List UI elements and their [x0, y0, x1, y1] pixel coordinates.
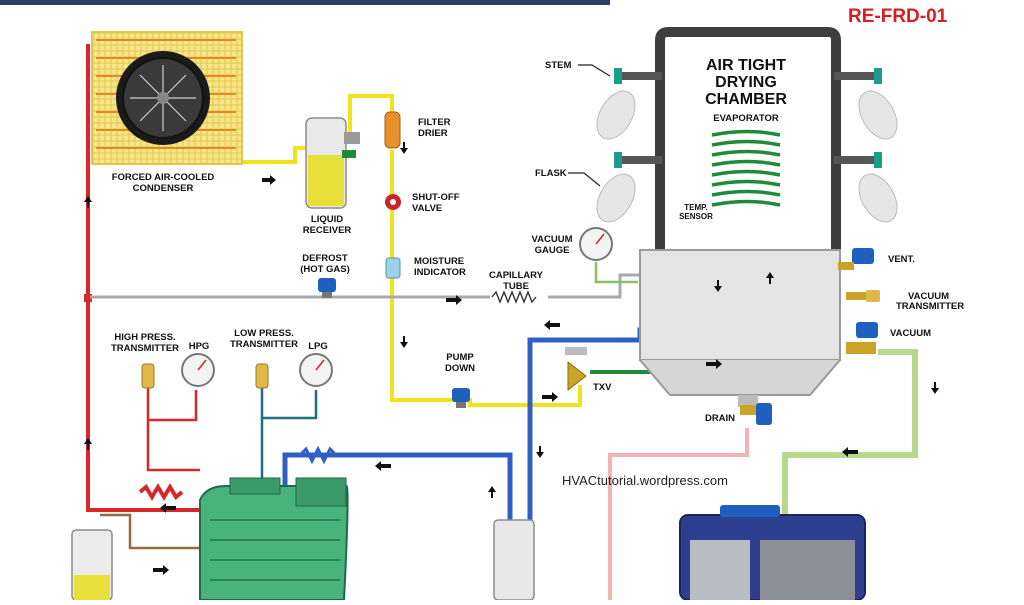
- oil-separator: [71, 529, 113, 601]
- flask-label: FLASK: [535, 168, 567, 179]
- pump-down-label-2: DOWN: [445, 363, 475, 374]
- moisture-indicator: [385, 257, 401, 279]
- drain-valve[interactable]: [740, 403, 772, 425]
- filter-label-1: FILTER: [418, 117, 451, 128]
- vacuum-gauge-label-1: VACUUM: [532, 234, 573, 245]
- moisture-label-1: MOISTURE: [414, 256, 464, 267]
- hpg-label: HPG: [189, 341, 210, 352]
- website-label: HVACtutorial.wordpress.com: [562, 473, 728, 488]
- hp-transmitter-label-2: TRANSMITTER: [111, 343, 179, 354]
- vacuum-transmitter: [846, 290, 880, 302]
- hp-transmitter: [141, 363, 155, 389]
- filter-drier: [384, 111, 401, 149]
- lp-gauge: [299, 353, 333, 387]
- shutoff-label-2: VALVE: [412, 203, 442, 214]
- flask-left-top: [596, 68, 662, 140]
- header-bar: [0, 0, 610, 5]
- evaporator-label: EVAPORATOR: [713, 113, 779, 124]
- drain-line: [608, 428, 749, 600]
- lp-transmitter-label-2: TRANSMITTER: [230, 339, 298, 350]
- compressor: [199, 477, 349, 601]
- txv-label: TXV: [593, 382, 612, 393]
- flask-right-bottom: [834, 152, 898, 223]
- vacuum-gauge-line: [594, 262, 638, 284]
- lp-transmitter: [255, 363, 269, 389]
- hotgas-line: [90, 273, 640, 299]
- flow-arrows: [84, 142, 939, 575]
- chamber-title-2: DRYING: [715, 74, 777, 91]
- flask-left-bottom: [596, 152, 662, 223]
- vacuum-gauge: [579, 227, 613, 261]
- lp-transmitter-label-1: LOW PRESS.: [234, 328, 294, 339]
- hotgas-tee: [84, 294, 92, 302]
- pump-down-valve[interactable]: [452, 388, 470, 408]
- vacuum-pump: [679, 505, 866, 601]
- temp-sensor-label-2: SENSOR: [679, 212, 713, 221]
- diagram-id: RE-FRD-01: [848, 6, 948, 27]
- receiver-label-1: LIQUID: [311, 214, 343, 225]
- vacuum-valve[interactable]: [846, 322, 878, 354]
- vacuum-transmitter-label-1: VACUUM: [908, 291, 949, 302]
- hp-sense-line: [146, 388, 200, 472]
- oil-return-line: [100, 513, 230, 550]
- stem-label: STEM: [545, 60, 571, 71]
- receiver-label-2: RECEIVER: [303, 225, 352, 236]
- chamber-title-3: CHAMBER: [705, 91, 787, 108]
- chamber-title-1: AIR TIGHT: [706, 57, 786, 74]
- condenser-label-1: FORCED AIR-COOLED: [112, 172, 215, 183]
- evaporator-coil: [711, 129, 781, 207]
- defrost-label-2: (HOT GAS): [300, 264, 350, 275]
- suction-vibration-eliminator: [298, 445, 338, 465]
- shutoff-valve[interactable]: [385, 194, 401, 210]
- flask-right-top: [834, 68, 898, 140]
- vacuum-line: [782, 349, 918, 520]
- suction-accumulator: [493, 519, 535, 601]
- filter-label-2: DRIER: [418, 128, 448, 139]
- lpg-label: LPG: [308, 341, 328, 352]
- condenser-label-2: CONDENSER: [133, 183, 194, 194]
- capillary-tube: [491, 290, 537, 304]
- temp-sensor-label-1: TEMP.: [684, 203, 707, 212]
- vacuum-label: VACUUM: [890, 328, 931, 339]
- vent-valve[interactable]: [838, 248, 874, 270]
- capillary-label-1: CAPILLARY: [489, 270, 544, 281]
- defrost-valve[interactable]: [318, 278, 336, 298]
- capillary-label-2: TUBE: [503, 281, 529, 292]
- vent-label: VENT.: [888, 254, 915, 265]
- condenser: [91, 31, 243, 165]
- defrost-label-1: DEFROST: [302, 253, 348, 264]
- shutoff-label-1: SHUT-OFF: [412, 192, 460, 203]
- hp-gauge: [181, 353, 215, 387]
- vacuum-transmitter-label-2: TRANSMITTER: [896, 301, 964, 312]
- drain-label: DRAIN: [705, 413, 735, 424]
- pump-down-label-1: PUMP: [446, 352, 474, 363]
- liquid-receiver: [305, 117, 360, 209]
- vacuum-gauge-label-2: GAUGE: [535, 245, 570, 256]
- hp-transmitter-label-1: HIGH PRESS.: [114, 332, 175, 343]
- txv-valve[interactable]: [565, 347, 587, 392]
- moisture-label-2: INDICATOR: [414, 267, 466, 278]
